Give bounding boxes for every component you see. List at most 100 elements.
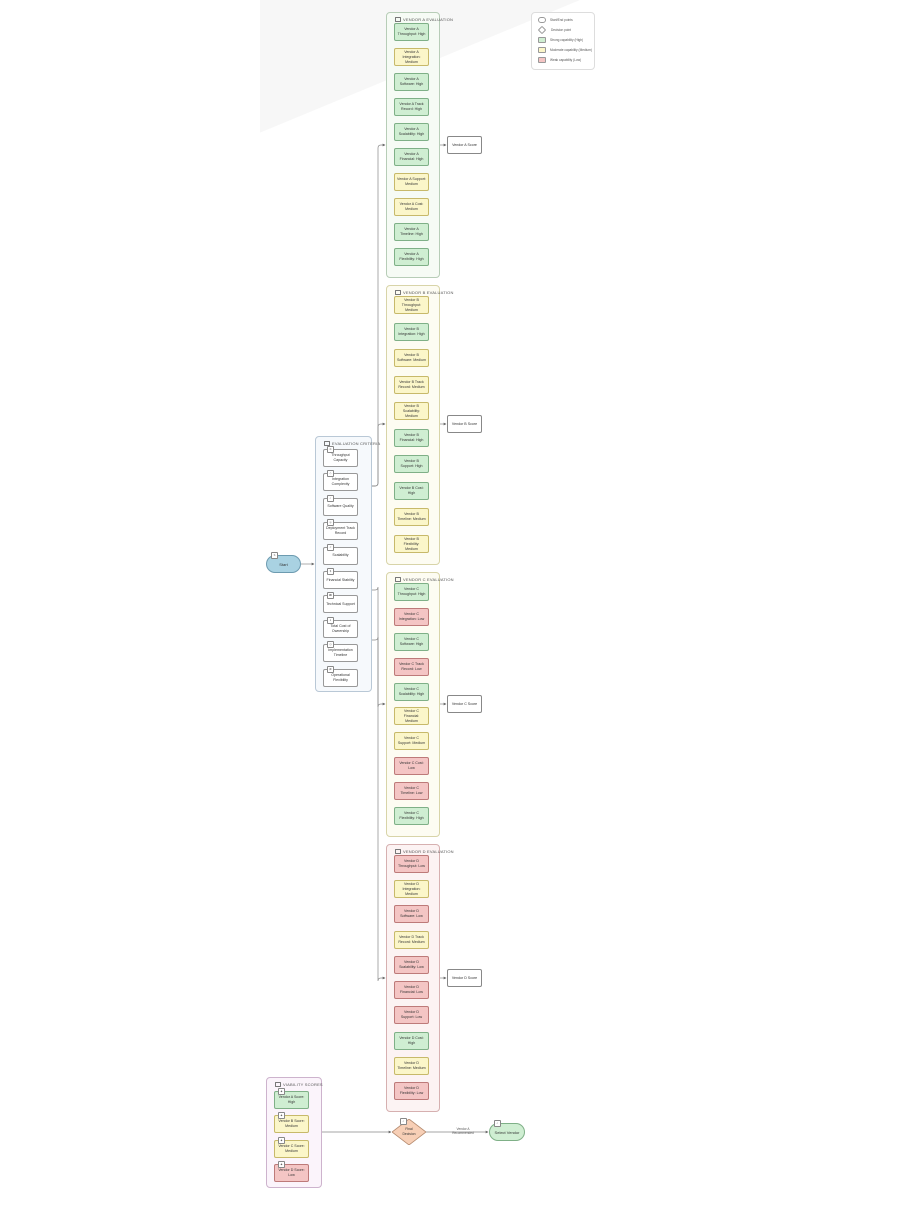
criteria-item[interactable]: ◷Implementation Timeline — [323, 641, 358, 663]
criteria-label: Operational Flexibility — [331, 672, 350, 682]
vendor-c-criterion[interactable]: Vendor C Throughput: High — [394, 583, 429, 601]
criteria-item[interactable]: ¤Total Cost of Ownership — [323, 616, 358, 638]
criteria-label: Scalability — [332, 553, 349, 558]
vendor-c-criterion[interactable]: Vendor C Scalability: High — [394, 682, 429, 701]
criteria-icon: ◇ — [327, 470, 334, 478]
vendor-d-group-icon — [395, 849, 401, 855]
vendor-a-criterion[interactable]: Vendor A Integration: Medium — [394, 48, 429, 66]
vendor-c-criterion[interactable]: Vendor C Financial: Medium — [394, 707, 429, 726]
vendor-a-criterion[interactable]: Vendor A Support: Medium — [394, 173, 429, 191]
vendor-b-criterion[interactable]: Vendor B Support: High — [394, 455, 429, 474]
criteria-label: Technical Support — [326, 601, 355, 606]
vendor-c-criterion[interactable]: Vendor C Support: Medium — [394, 732, 429, 751]
vendor-c-criterion[interactable]: Vendor C Software: High — [394, 632, 429, 651]
viability-item[interactable]: ◆Vendor C Score: Medium — [274, 1136, 309, 1158]
viability-label: Vendor B Score: Medium — [278, 1119, 305, 1129]
vendor-c-criterion[interactable]: Vendor C Timeline: Low — [394, 782, 429, 801]
vendor-d-criterion[interactable]: Vendor D Timeline: Medium — [394, 1056, 429, 1075]
vendor-d-score-node[interactable]: Vendor D Score — [447, 969, 482, 987]
vendor-a-criterion[interactable]: Vendor A Throughput: High — [394, 23, 429, 41]
viability-item[interactable]: ◆Vendor A Score: High — [274, 1088, 309, 1109]
criteria-icon: ◎ — [327, 519, 334, 527]
high-swatch-icon — [538, 37, 546, 43]
vendor-a-score-node[interactable]: Vendor A Score — [447, 136, 482, 154]
pill-swatch-icon — [538, 17, 546, 23]
vendor-c-criterion[interactable]: Vendor C Cost: Low — [394, 757, 429, 776]
criteria-icon: ¤ — [327, 616, 334, 624]
vendor-b-criterion[interactable]: Vendor B Track Record: Medium — [394, 375, 429, 394]
vendor-b-criterion[interactable]: Vendor B Software: Medium — [394, 349, 429, 368]
low-swatch-icon — [538, 57, 546, 63]
select-vendor-label: Select Vendor — [494, 1129, 520, 1135]
criteria-label: Integration Complexity — [331, 477, 350, 487]
viability-label: Vendor D Score: Low — [278, 1167, 305, 1177]
criteria-icon: ✓ — [327, 494, 334, 502]
legend-item-high: Strong capability (High) — [538, 37, 583, 43]
criteria-label: Throughput Capacity — [331, 453, 350, 462]
vendor-d-criterion[interactable]: Vendor D Throughput: Low — [394, 855, 429, 873]
vendor-b-criterion[interactable]: Vendor B Throughput: Medium — [394, 296, 429, 314]
criteria-icon: ☎ — [327, 592, 334, 600]
vendor-a-criterion[interactable]: Vendor A Scalability: High — [394, 123, 429, 141]
vendor-a-criterion[interactable]: Vendor A Timeline: High — [394, 223, 429, 241]
criteria-item[interactable]: ◇Integration Complexity — [323, 470, 358, 492]
criteria-item[interactable]: ◎Deployment Track Record — [323, 519, 358, 541]
final-decision-node[interactable]: ✓ Final Decision — [392, 1118, 426, 1145]
criteria-item[interactable]: $ Financial Stability — [323, 568, 358, 589]
vendor-b-group-icon — [395, 290, 401, 296]
criteria-item[interactable]: ⇄Operational Flexibility — [323, 665, 358, 687]
viability-item[interactable]: ◆Vendor B Score: Medium — [274, 1112, 309, 1134]
criteria-item[interactable]: ⚙Throughput Capacity — [323, 446, 358, 467]
vendor-b-criterion[interactable]: Vendor B Scalability: Medium — [394, 402, 429, 421]
criteria-title: EVALUATION CRITERIA — [332, 441, 381, 446]
legend-item-medium: Moderate capability (Medium) — [538, 47, 592, 53]
vendor-b-criterion[interactable]: Vendor B Flexibility: Medium — [394, 535, 429, 553]
criteria-icon: $ — [327, 568, 334, 575]
vendor-a-criterion[interactable]: Vendor A Cost: Medium — [394, 198, 429, 216]
diamond-swatch-icon — [537, 25, 547, 35]
vendor-b-score-node[interactable]: Vendor B Score — [447, 415, 482, 433]
vendor-d-criterion[interactable]: Vendor D Track Record: Medium — [394, 930, 429, 949]
legend-panel: Start/End points Decision point Strong c… — [531, 12, 595, 70]
vendor-c-criterion[interactable]: Vendor C Track Record: Low — [394, 657, 429, 676]
vendor-a-criterion[interactable]: Vendor A Software: High — [394, 73, 429, 91]
vendor-d-criterion[interactable]: Vendor D Scalability: Low — [394, 955, 429, 974]
vendor-b-criterion[interactable]: Vendor B Integration: High — [394, 322, 429, 341]
vendor-b-criterion[interactable]: Vendor B Timeline: Medium — [394, 508, 429, 527]
vendor-d-criterion[interactable]: Vendor D Support: Low — [394, 1006, 429, 1025]
viability-title: VIABILITY SCORES — [283, 1082, 323, 1087]
vendor-c-title: VENDOR C EVALUATION — [403, 577, 454, 582]
criteria-item[interactable]: ↗Scalability — [323, 543, 358, 565]
viability-icon: ◆ — [278, 1112, 285, 1120]
vendor-c-score-node[interactable]: Vendor C Score — [447, 695, 482, 713]
vendor-d-criterion[interactable]: Vendor D Software: Low — [394, 905, 429, 924]
criteria-item[interactable]: ✓Software Quality — [323, 494, 358, 516]
vendor-c-criterion[interactable]: Vendor C Integration: Low — [394, 607, 429, 626]
vendor-b-criterion[interactable]: Vendor B Cost: High — [394, 481, 429, 500]
criteria-icon: ◷ — [327, 641, 334, 649]
legend-item-decision: Decision point — [537, 25, 571, 35]
viability-item[interactable]: ◆Vendor D Score: Low — [274, 1160, 309, 1182]
decision-edge-label: Vendor A Recommended — [452, 1127, 474, 1135]
viability-icon: ◆ — [278, 1160, 285, 1168]
vendor-a-title: VENDOR A EVALUATION — [403, 17, 454, 22]
vendor-d-criterion[interactable]: Vendor D Flexibility: Low — [394, 1082, 429, 1100]
vendor-c-criterion[interactable]: Vendor C Flexibility: High — [394, 807, 429, 825]
legend-item-low: Weak capability (Low) — [538, 57, 581, 63]
connector — [372, 422, 386, 487]
vendor-d-criterion[interactable]: Vendor D Integration: Medium — [394, 880, 429, 899]
vendor-b-criterion[interactable]: Vendor B Financial: High — [394, 428, 429, 447]
vendor-d-criterion[interactable]: Vendor D Financial: Low — [394, 981, 429, 1000]
decision-label: Final Decision — [402, 1127, 416, 1136]
start-node[interactable]: S Start — [266, 552, 301, 573]
criteria-icon: ⚙ — [327, 446, 334, 453]
criteria-label: Financial Stability — [326, 577, 355, 582]
vendor-d-criterion[interactable]: Vendor D Cost: High — [394, 1031, 429, 1050]
vendor-a-criterion[interactable]: Vendor A Flexibility: High — [394, 248, 429, 266]
vendor-a-criterion[interactable]: Vendor A Financial: High — [394, 148, 429, 166]
criteria-item[interactable]: ☎Technical Support — [323, 592, 358, 614]
select-vendor-node[interactable]: ✓ Select Vendor — [489, 1120, 525, 1141]
viability-group-icon — [275, 1082, 281, 1088]
vendor-a-criterion[interactable]: Vendor A Track Record: High — [394, 98, 429, 116]
